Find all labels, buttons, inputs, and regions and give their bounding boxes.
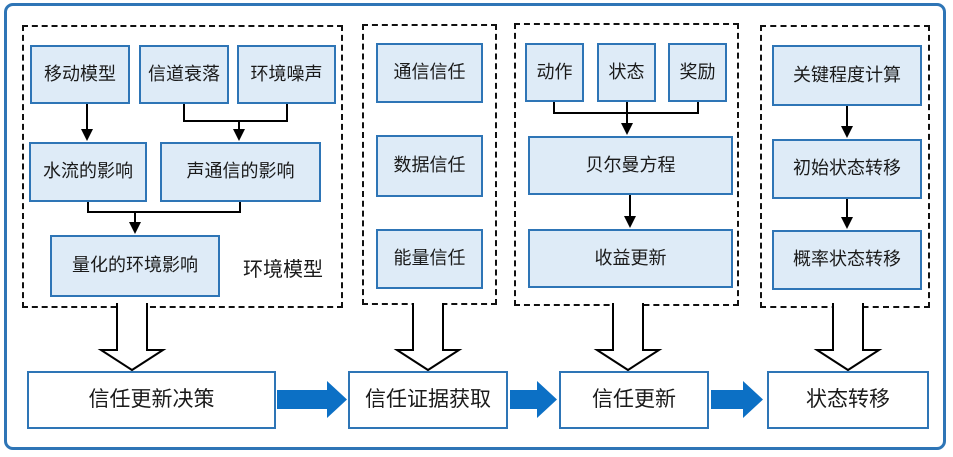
flow-box-trust-update: 信任更新 xyxy=(559,371,709,429)
flow-box-trust-evidence-acquisition: 信任证据获取 xyxy=(348,371,508,429)
box-bellman-equation: 贝尔曼方程 xyxy=(528,136,733,195)
box-acoustic-comm-effect: 声通信的影响 xyxy=(160,142,321,202)
box-reward-update: 收益更新 xyxy=(528,229,733,288)
box-channel-fading: 信道衰落 xyxy=(139,45,229,104)
box-environment-noise: 环境噪声 xyxy=(237,45,336,104)
box-water-current-effect: 水流的影响 xyxy=(29,142,147,202)
box-communication-trust: 通信信任 xyxy=(376,43,483,103)
caption-environment-model: 环境模型 xyxy=(243,257,323,281)
box-data-trust: 数据信任 xyxy=(376,135,483,197)
box-probability-state-transition: 概率状态转移 xyxy=(772,230,922,290)
box-quantified-environment-effect: 量化的环境影响 xyxy=(50,235,220,297)
box-state: 状态 xyxy=(597,43,656,102)
box-initial-state-transition: 初始状态转移 xyxy=(772,139,922,199)
box-action: 动作 xyxy=(525,43,584,102)
box-mobile-model: 移动模型 xyxy=(30,45,130,104)
group-environment-model xyxy=(22,25,343,308)
box-energy-trust: 能量信任 xyxy=(376,229,483,289)
flow-box-trust-update-decision: 信任更新决策 xyxy=(27,371,276,429)
outer-frame xyxy=(4,3,946,450)
flow-box-state-transition: 状态转移 xyxy=(767,371,929,429)
box-criticality-calculation: 关键程度计算 xyxy=(772,45,922,106)
box-reward: 奖励 xyxy=(668,43,727,102)
